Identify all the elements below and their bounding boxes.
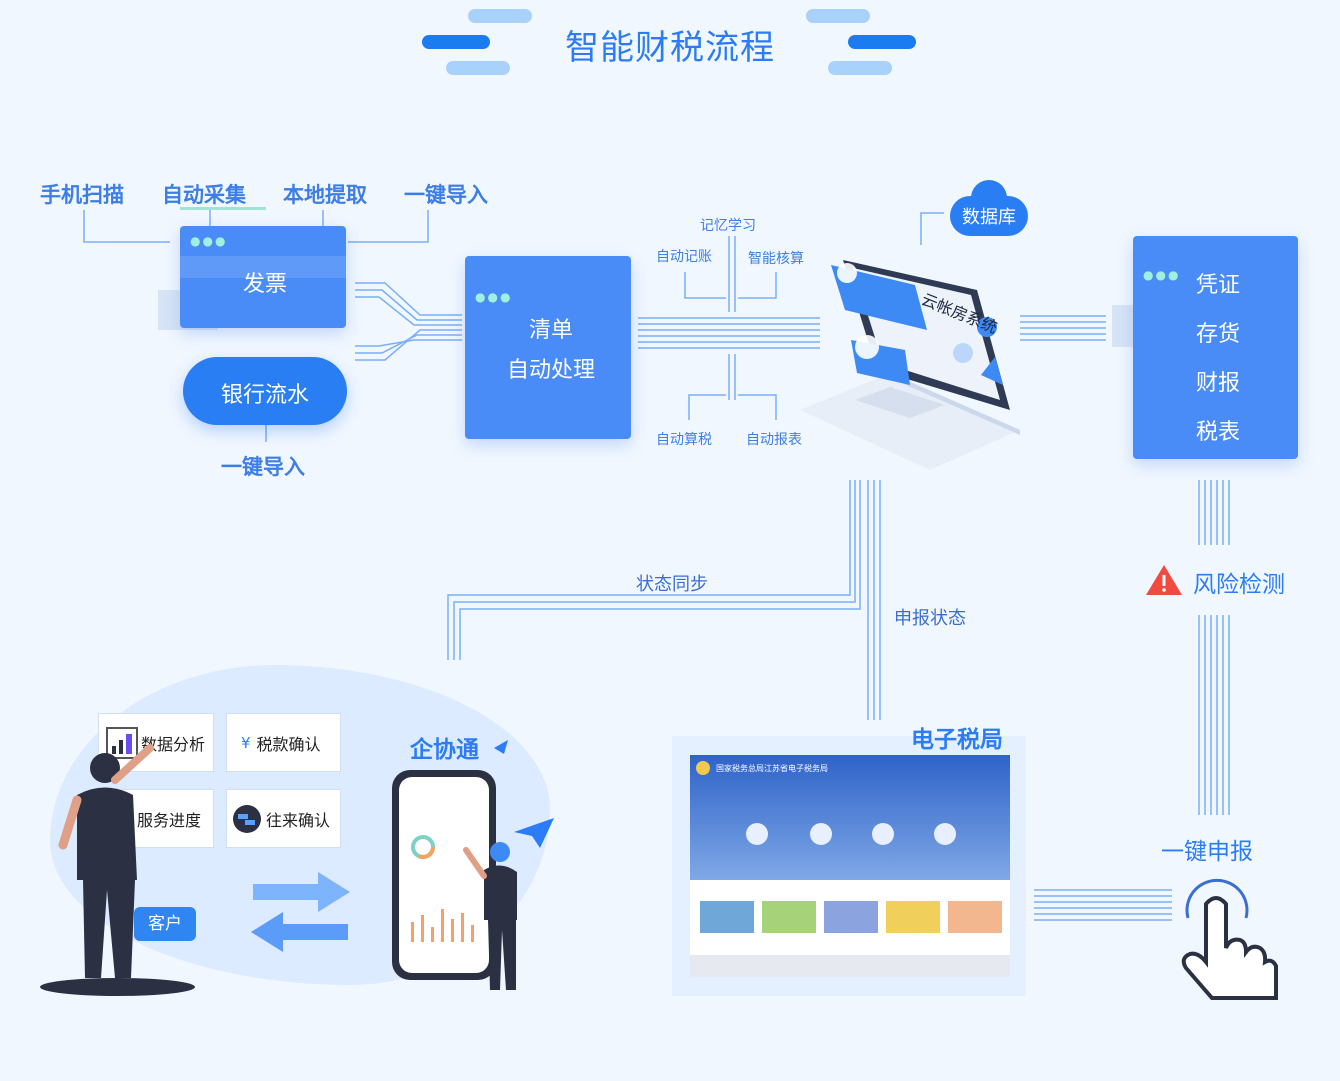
contact-confirm-label: 往来确认 xyxy=(266,810,331,830)
risk-check-label: 风险检测 xyxy=(1193,572,1285,598)
window-dots-icon: ●●● xyxy=(1143,268,1181,282)
etax-title: 电子税局 xyxy=(911,727,1003,753)
title-deco-pill xyxy=(468,9,532,23)
send-icon xyxy=(494,740,508,754)
source-one-click-import: 一键导入 xyxy=(404,183,488,207)
title-deco-pill xyxy=(446,61,510,75)
cloud-icon xyxy=(950,180,1028,236)
etax-banner: 国家税务总局江苏省电子税务局 xyxy=(690,755,1010,880)
etax-tile-1[interactable] xyxy=(700,901,754,933)
yen-icon: ¥ xyxy=(241,733,251,752)
etax-icon-2[interactable] xyxy=(810,823,832,845)
paper-plane-icon xyxy=(514,818,554,848)
ground-shadow xyxy=(40,978,195,996)
data-analysis-label: 数据分析 xyxy=(141,734,206,754)
etax-site-header: 国家税务总局江苏省电子税务局 xyxy=(716,764,828,773)
page-title: 智能财税流程 xyxy=(565,28,775,68)
etax-icon-4[interactable] xyxy=(934,823,956,845)
auto-process-label: 自动处理 xyxy=(506,358,595,383)
label-auto-tax-calc: 自动算税 xyxy=(656,432,712,448)
bank-flow-label: 银行流水 xyxy=(220,383,309,408)
phone-screen xyxy=(399,777,489,973)
worker-person-illustration xyxy=(463,842,517,990)
contact-confirm-tile[interactable]: 往来确认 xyxy=(226,789,341,848)
label-smart-check: 智能核算 xyxy=(748,251,804,267)
underline-deco xyxy=(180,207,266,210)
source-auto-collect: 自动采集 xyxy=(162,183,246,207)
declare-status-label: 申报状态 xyxy=(894,608,966,629)
card-stripe xyxy=(180,256,346,278)
laptop-illustration xyxy=(800,260,1020,470)
label-auto-bookkeeping: 自动记账 xyxy=(656,249,712,265)
title-deco-pill xyxy=(422,35,490,49)
emblem-icon xyxy=(696,761,710,775)
phone-donut-chart xyxy=(411,835,474,942)
etax-tile-3[interactable] xyxy=(824,901,878,933)
one-click-declare-label: 一键申报 xyxy=(1161,839,1253,865)
status-sync-label: 状态同步 xyxy=(636,574,708,595)
exchange-arrows-icon xyxy=(251,872,350,952)
customer-person-illustration xyxy=(58,744,154,978)
customer-badge: 客户 xyxy=(134,907,196,941)
title-deco-pill xyxy=(806,9,870,23)
etax-icon-3[interactable] xyxy=(872,823,894,845)
invoice-label: 发票 xyxy=(242,272,287,297)
bank-import-label: 一键导入 xyxy=(221,455,305,479)
database-label: 数据库 xyxy=(962,207,1016,228)
label-memory-learning: 记忆学习 xyxy=(700,218,756,234)
output-tax-form: 税表 xyxy=(1195,420,1240,445)
transfer-icon xyxy=(233,804,261,833)
etax-icon-1[interactable] xyxy=(746,823,768,845)
window-dots-icon: ●●● xyxy=(475,290,513,304)
tap-hand-icon[interactable] xyxy=(1172,868,1282,1003)
source-phone-scan: 手机扫描 xyxy=(40,183,124,207)
data-analysis-tile[interactable]: 数据分析 xyxy=(98,713,214,772)
output-card: ●●● 凭证 存货 财报 税表 xyxy=(1133,236,1298,459)
title-deco-pill xyxy=(848,35,916,49)
bank-flow-pill: 银行流水 xyxy=(183,357,347,425)
tax-confirm-label: 税款确认 xyxy=(256,734,321,754)
etax-screenshot[interactable]: 国家税务总局江苏省电子税务局 xyxy=(690,755,1010,977)
bar-chart-icon xyxy=(106,726,138,759)
etax-tile-2[interactable] xyxy=(762,901,816,933)
service-progress-label: 服务进度 xyxy=(137,810,202,830)
source-local-extract: 本地提取 xyxy=(283,183,367,207)
list-label: 清单 xyxy=(528,318,573,343)
label-auto-report: 自动报表 xyxy=(746,432,802,448)
list-processing-card: ●●● 清单 自动处理 xyxy=(465,256,631,439)
output-inventory: 存货 xyxy=(1195,322,1240,347)
tax-confirm-tile[interactable]: ¥ 税款确认 xyxy=(226,713,341,772)
output-financial-report: 财报 xyxy=(1195,371,1240,396)
qxt-label: 企协通 xyxy=(410,737,479,763)
window-dots-icon: ●●● xyxy=(190,234,228,248)
etax-footer xyxy=(690,955,1010,977)
etax-tile-5[interactable] xyxy=(948,901,1002,933)
output-voucher: 凭证 xyxy=(1195,273,1240,298)
etax-tile-4[interactable] xyxy=(886,901,940,933)
title-deco-pill xyxy=(828,61,892,75)
phone-frame xyxy=(392,770,496,980)
warning-icon xyxy=(1146,565,1182,595)
invoice-card: ●●● 发票 xyxy=(180,226,346,328)
